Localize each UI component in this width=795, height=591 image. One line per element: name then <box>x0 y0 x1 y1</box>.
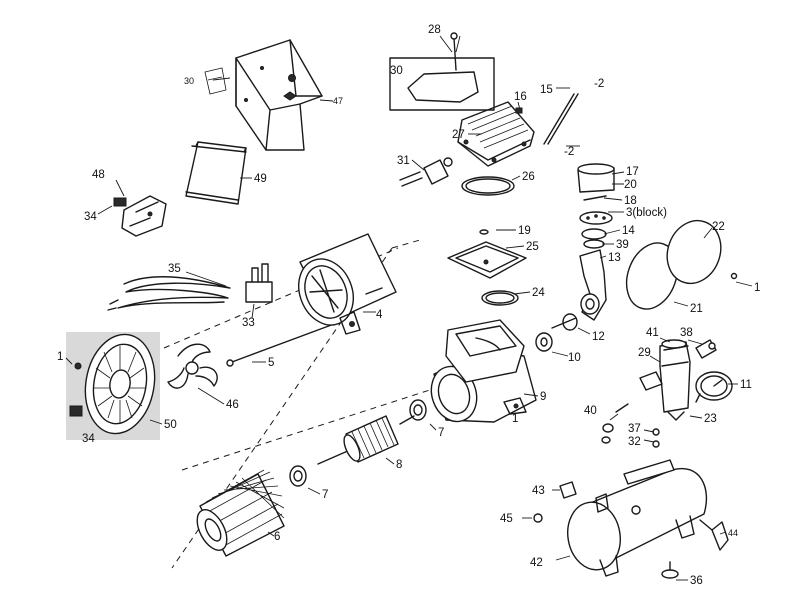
callout-43: 43 <box>532 485 545 497</box>
callout-2-mid: -2 <box>564 146 574 158</box>
head-gasket-ring <box>461 176 515 196</box>
callout-7-rear: 7 <box>438 427 444 439</box>
cylinder-sleeve <box>577 163 615 193</box>
callout-17: 17 <box>626 166 639 178</box>
callout-30-handle: 30 <box>390 65 403 77</box>
callout-3-block: 3(block) <box>626 207 667 219</box>
callout-5: 5 <box>268 357 274 369</box>
callout-9: 9 <box>540 391 546 403</box>
pressure-gauge <box>695 371 733 403</box>
bearing-front <box>289 465 307 487</box>
callout-45: 45 <box>500 513 513 525</box>
eccentric-ring <box>535 332 553 352</box>
cylinder-o-ring <box>481 290 519 306</box>
callout-16: 16 <box>514 91 527 103</box>
callout-48: 48 <box>92 169 105 181</box>
callout-41: 41 <box>646 327 659 339</box>
terminal-box-cover <box>204 39 323 151</box>
callout-36: 36 <box>690 575 703 587</box>
callout-leaders <box>65 35 753 581</box>
valve-plate <box>447 241 527 279</box>
callout-18: 18 <box>624 195 637 207</box>
callout-35: 35 <box>168 263 181 275</box>
callout-44: 44 <box>728 528 738 538</box>
callout-1-case: 1 <box>512 413 518 425</box>
base-plate <box>185 141 247 205</box>
callout-34-clip: 34 <box>84 211 97 223</box>
callout-8: 8 <box>396 459 402 471</box>
callout-29: 29 <box>638 347 651 359</box>
bearing-rear <box>409 399 427 421</box>
callout-2-top: -2 <box>594 78 604 90</box>
callout-22: 22 <box>712 221 725 233</box>
callout-15: 15 <box>540 84 553 96</box>
air-tank <box>567 459 708 577</box>
pressure-regulator <box>639 339 691 421</box>
eccentric-shaft <box>551 313 578 331</box>
cylinder-head <box>457 101 535 167</box>
callout-11: 11 <box>740 379 752 391</box>
capacitor-clip <box>113 195 167 237</box>
callout-49: 49 <box>254 173 267 185</box>
callout-27: 27 <box>452 129 465 141</box>
callout-25: 25 <box>526 241 539 253</box>
callout-19: 19 <box>518 225 531 237</box>
callout-24: 24 <box>532 287 545 299</box>
callout-32: 32 <box>628 436 641 448</box>
callout-34-endcover: 34 <box>82 433 95 445</box>
hose-connector <box>695 339 717 359</box>
cooling-fan <box>167 343 218 389</box>
crankcase <box>430 319 537 423</box>
motor-rotor <box>317 415 415 465</box>
callout-40: 40 <box>584 405 597 417</box>
valve-screw <box>479 229 489 235</box>
callout-37: 37 <box>628 423 641 435</box>
callout-1-endcover: 1 <box>57 351 63 363</box>
callout-10: 10 <box>568 352 581 364</box>
callout-12: 12 <box>592 331 605 343</box>
callout-28: 28 <box>428 24 441 36</box>
callout-4: 4 <box>376 309 383 321</box>
outlet-fitting <box>399 157 453 187</box>
callout-47: 47 <box>333 96 343 106</box>
callout-50: 50 <box>164 419 177 431</box>
callout-33: 33 <box>242 317 255 329</box>
callout-39: 39 <box>616 239 629 251</box>
callout-42: 42 <box>530 557 543 569</box>
callout-21: 21 <box>690 303 703 315</box>
callout-23: 23 <box>704 413 717 425</box>
switch-plug <box>245 263 273 303</box>
callout-labels: 28 30 30 47 49 48 34 35 33 4 5 1 34 50 4… <box>57 24 760 587</box>
carry-handle <box>389 32 495 111</box>
callout-13: 13 <box>608 252 621 264</box>
callout-31: 31 <box>397 155 410 167</box>
callout-6: 6 <box>274 531 280 543</box>
tank-fittings <box>533 481 729 579</box>
callout-46: 46 <box>226 399 239 411</box>
guide-rod <box>543 93 579 145</box>
callout-38: 38 <box>680 327 693 339</box>
callout-26: 26 <box>522 171 535 183</box>
valve-block <box>579 195 613 249</box>
power-cord <box>107 276 231 311</box>
motor-end-cover <box>66 332 160 440</box>
filter-disc-21 <box>625 242 679 310</box>
callout-30-cover: 30 <box>184 76 194 86</box>
callout-1-filter: 1 <box>754 282 760 294</box>
filter-disc-22 <box>666 219 738 285</box>
callout-7-front: 7 <box>322 489 328 501</box>
motor-stator <box>196 469 285 557</box>
callout-14: 14 <box>622 225 635 237</box>
callout-20: 20 <box>624 179 637 191</box>
cover-screw-icon <box>288 74 296 82</box>
motor-rear-housing <box>298 233 397 335</box>
connecting-rod <box>579 249 607 321</box>
small-fittings <box>601 403 660 448</box>
through-bolt <box>226 323 335 367</box>
